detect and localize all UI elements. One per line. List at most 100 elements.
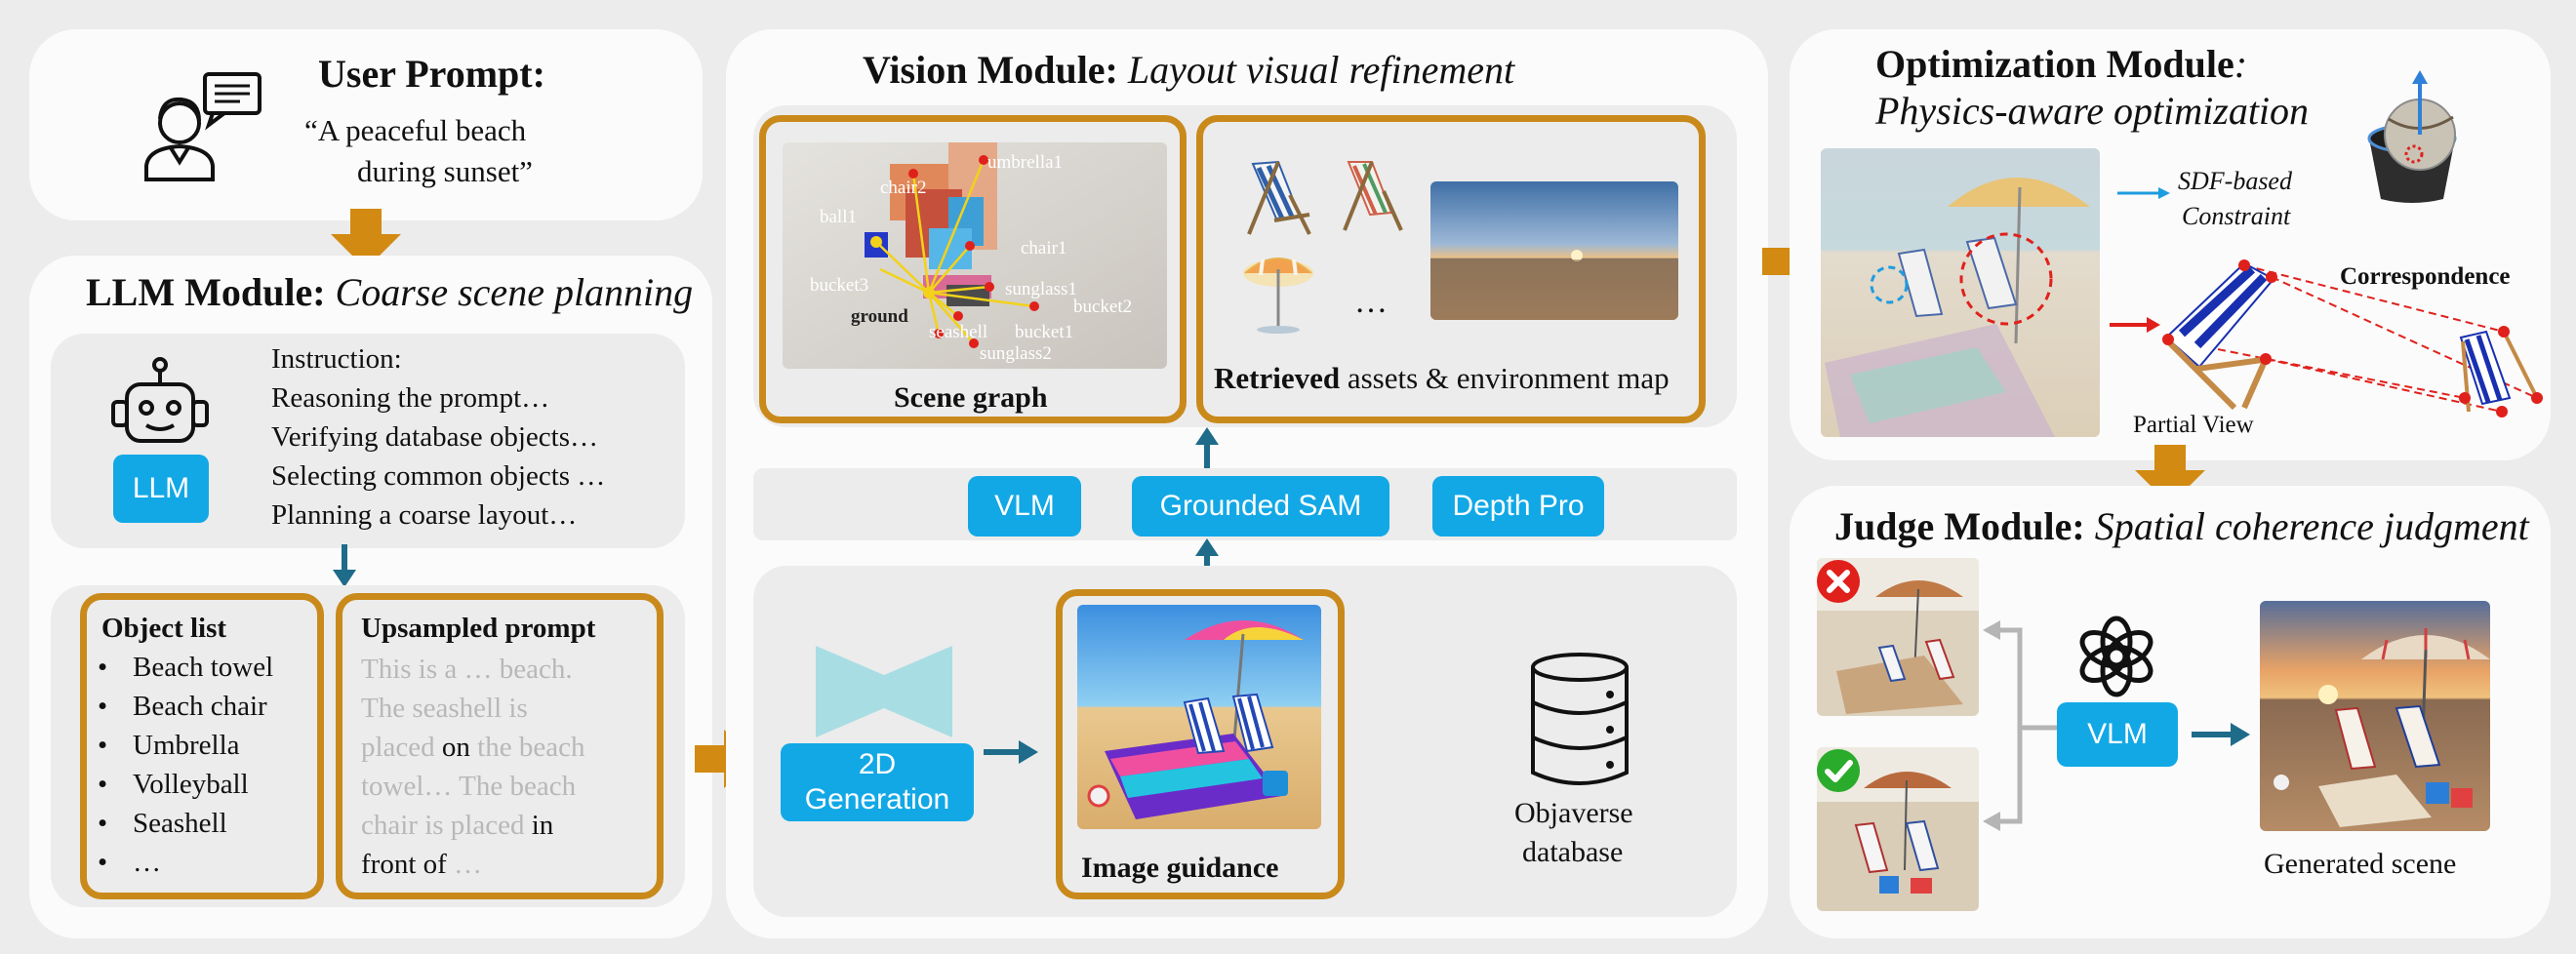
judge-vlm-button: VLM (2057, 702, 2178, 767)
llm-module-title: LLM Module: Coarse scene planning (86, 270, 694, 314)
object-list-item: Beach towel (94, 648, 273, 687)
scene-graph-box (759, 115, 1187, 423)
judge-feedback-arrows (1983, 620, 2057, 831)
partial-view-label: Partial View (2133, 412, 2254, 438)
upsampled-prompt-run: chair is placed (361, 810, 532, 841)
upsampled-prompt-line: placed on the beach (361, 728, 584, 767)
upsampled-prompt-run: front of (361, 849, 447, 880)
database-label-line1: Objaverse (1514, 797, 1633, 829)
optimization-scene-image (1821, 148, 2100, 437)
generated-scene-image (2260, 601, 2490, 831)
user-prompt-panel (29, 29, 703, 220)
sdf-arrow (2117, 187, 2170, 199)
sg-node-label: seashell (929, 322, 988, 342)
arrow-llm-to-vision (695, 730, 755, 788)
robot-icon (111, 357, 209, 443)
object-list-item: Seashell (94, 804, 273, 843)
grounded-sam-tool-button: Grounded SAM (1132, 476, 1389, 537)
sg-node-label: sunglass1 (1005, 279, 1077, 299)
scene-graph-label: Scene graph (894, 381, 1048, 414)
retrieved-ellipsis: … (1354, 284, 1388, 320)
upsampled-prompt-run: This is a … beach. (361, 654, 573, 685)
retrieved-box (1196, 115, 1706, 423)
sdf-constraint-line1: SDF-based (2178, 167, 2292, 195)
upsampled-prompt-line: towel… The beach (361, 767, 576, 806)
user-speech-icon (144, 72, 262, 181)
upsampled-prompt-run: on (441, 732, 470, 763)
2d-generation-button: 2D Generation (781, 743, 974, 821)
bucket-ball-sdf-image (2367, 70, 2457, 203)
image-guidance-image (1077, 605, 1321, 829)
arrow-optimization-to-judge (2135, 445, 2205, 505)
image-guidance-box (1056, 589, 1345, 899)
generated-scene-label: Generated scene (2264, 848, 2457, 880)
object-list-item: Volleyball (94, 765, 273, 804)
sg-node-label: chair1 (1021, 238, 1067, 258)
upsampled-prompt-run: towel… The beach (361, 771, 577, 802)
sdf-constraint-line2: Constraint (2182, 202, 2291, 230)
object-list-item: … (94, 843, 273, 882)
red-arrow-partial (2110, 317, 2160, 333)
sg-node-label: ball1 (820, 207, 857, 227)
optimization-module-title: Optimization Module: (1875, 42, 2248, 86)
sg-node-label: bucket1 (1015, 322, 1074, 342)
user-prompt-quote-line2: during sunset” (357, 154, 533, 188)
partial-view-chair-image (2162, 259, 2543, 417)
object-list-box (80, 593, 324, 899)
object-list-item: Beach chair (94, 687, 273, 726)
arrow-instruction-to-lists (333, 544, 356, 587)
scene-graph-image (783, 142, 1167, 369)
arrow-generation-to-image (984, 740, 1038, 764)
object-list-item: Umbrella (94, 726, 273, 765)
reject-icon (1817, 560, 1860, 603)
upsampled-prompt-run: … (446, 849, 483, 880)
upsampled-prompt-line: The seashell is (361, 689, 528, 728)
sg-node-label: chair2 (880, 178, 927, 198)
upsampled-prompt-run: in (531, 810, 554, 841)
object-list-title: Object list (101, 613, 227, 644)
sg-node-label: bucket2 (1073, 297, 1133, 317)
depth-pro-tool-button: Depth Pro (1432, 476, 1604, 537)
openai-logo-icon (2079, 616, 2153, 697)
judge-module-title: Judge Module: Spatial coherence judgment (1834, 504, 2529, 548)
sg-node-label: ground (851, 306, 908, 327)
upsampled-prompt-title: Upsampled prompt (361, 613, 596, 644)
upsampled-prompt-run: the beach (469, 732, 585, 763)
vlm-tool-button: VLM (968, 476, 1081, 537)
sg-node-label: umbrella1 (987, 152, 1064, 173)
retrieved-label: Retrieved assets & environment map (1214, 361, 1670, 395)
object-list: Beach towel Beach chair Umbrella Volleyb… (94, 648, 273, 882)
upsampled-prompt-line: This is a … beach. (361, 650, 573, 689)
upsampled-prompt-line: chair is placed in (361, 806, 553, 845)
sg-node-label: bucket3 (810, 275, 869, 296)
optimization-module-subtitle: Physics-aware optimization (1875, 89, 2310, 133)
arrow-prompt-to-llm (331, 209, 401, 269)
database-icon (1531, 653, 1629, 785)
beach-chair-asset-2 (1343, 161, 1403, 231)
instruction-line: Planning a coarse layout… (271, 499, 578, 531)
environment-map-image (1430, 181, 1678, 320)
database-label-line2: database (1522, 836, 1624, 868)
user-prompt-quote-line1: “A peaceful beach (304, 113, 527, 147)
accept-icon (1817, 749, 1860, 792)
accepted-scene-image (1817, 747, 1979, 911)
umbrella-asset (1243, 258, 1313, 334)
instruction-line: Verifying database objects… (271, 421, 599, 453)
correspondence-label: Correspondence (2340, 263, 2511, 290)
llm-button: LLM (113, 455, 209, 523)
arrow-vlm-to-generated (2192, 723, 2250, 746)
generation-model-icon (816, 646, 952, 737)
instruction-line: Selecting common objects … (271, 460, 606, 492)
upsampled-prompt-run: The seashell is (361, 693, 528, 724)
arrow-tools-to-top (1195, 427, 1219, 472)
upsampled-prompt-line: front of … (361, 845, 482, 884)
upsampled-prompt-run: placed (361, 732, 442, 763)
upsampled-prompt-box (336, 593, 664, 899)
instruction-line: Instruction: (271, 343, 402, 375)
beach-chair-asset-1 (1247, 160, 1311, 235)
instruction-line: Reasoning the prompt… (271, 382, 550, 414)
vision-module-title: Vision Module: Layout visual refinement (863, 48, 1515, 92)
sg-node-label: sunglass2 (980, 343, 1052, 364)
user-prompt-title: User Prompt: (318, 52, 545, 96)
image-guidance-label: Image guidance (1081, 852, 1279, 884)
